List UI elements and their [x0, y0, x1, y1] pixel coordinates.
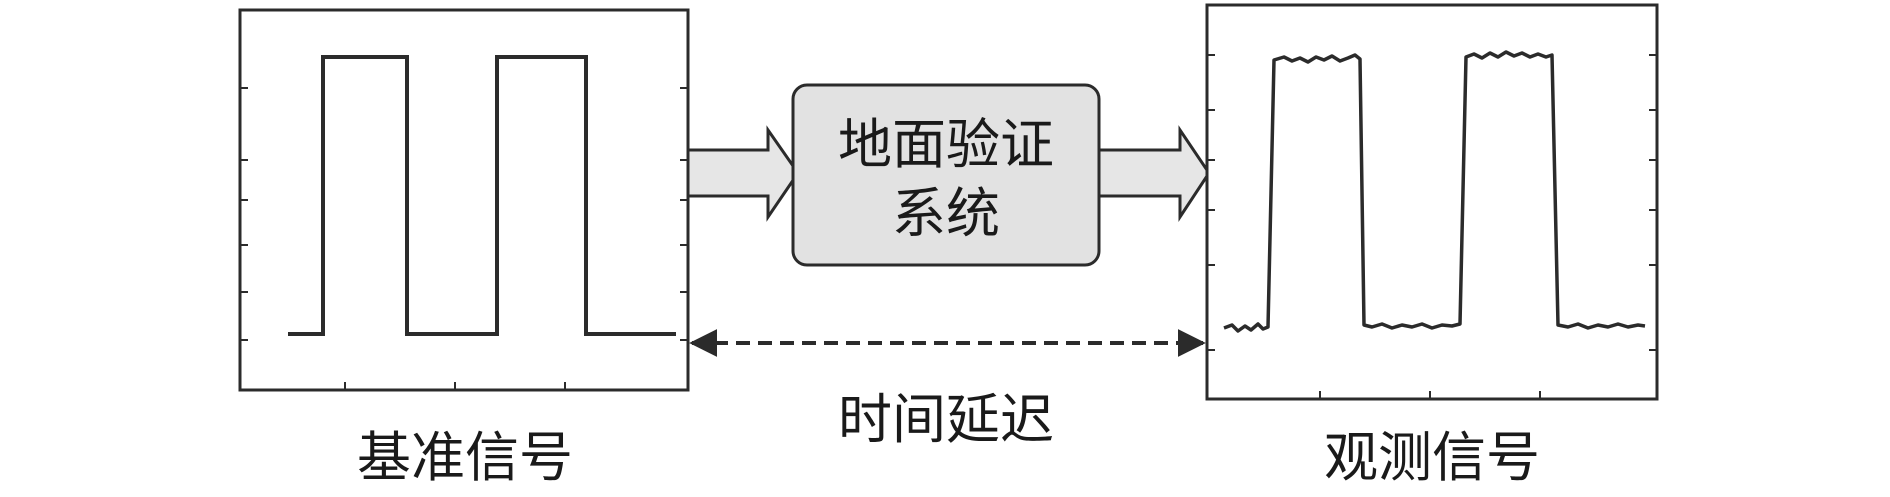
reference-signal-panel — [238, 8, 690, 392]
observed-square-wave — [1223, 50, 1646, 333]
observed-signal-panel — [1205, 3, 1659, 401]
system-box-label-line2: 系统 — [892, 182, 1000, 245]
reference-square-wave — [288, 55, 676, 336]
input-arrow — [686, 125, 800, 222]
time-delay-label: 时间延迟 — [838, 388, 1054, 451]
observed-signal-caption: 观测信号 — [1324, 426, 1540, 489]
system-box-label-line1: 地面验证 — [838, 113, 1054, 176]
output-arrow — [1097, 125, 1211, 223]
reference-plot-frame — [238, 8, 690, 392]
reference-plot-ticks — [240, 87, 688, 390]
observed-plot-ticks — [1207, 54, 1657, 399]
reference-signal-caption: 基准信号 — [357, 426, 573, 489]
observed-plot-frame — [1205, 3, 1659, 401]
ground-verification-system: 地面验证 系统 — [791, 83, 1101, 267]
